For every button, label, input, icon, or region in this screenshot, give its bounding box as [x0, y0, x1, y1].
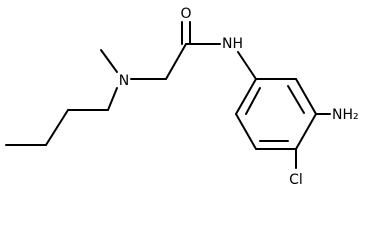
bond-butyl-c3-c2: [45, 109, 69, 146]
bond-n-methyl: [100, 49, 118, 73]
bonds: [5, 21, 331, 169]
bond-nh-ring: [237, 51, 257, 80]
structure-canvas: O NH N NH₂ Cl: [5, 6, 359, 188]
oxygen-label: O: [180, 6, 191, 22]
ring-bond-3: [295, 113, 317, 150]
amide-nitrogen-label: NH: [222, 36, 243, 52]
amino-group-label: NH₂: [332, 107, 359, 123]
ring-inner-double-3: [245, 87, 261, 115]
ring-inner-double-1: [287, 85, 305, 114]
amine-nitrogen-label: N: [119, 73, 129, 89]
ring-bond-6: [235, 78, 257, 115]
ring-bond-2: [295, 78, 317, 115]
ring-bond-5: [235, 113, 257, 150]
bond-ch2-carbonyl: [165, 43, 187, 80]
bond-butyl-c1-n: [107, 87, 118, 111]
chlorine-label: Cl: [289, 172, 303, 188]
atom-labels: O NH N NH₂ Cl: [119, 6, 359, 188]
structure-drawing: O NH N NH₂ Cl: [5, 6, 359, 188]
